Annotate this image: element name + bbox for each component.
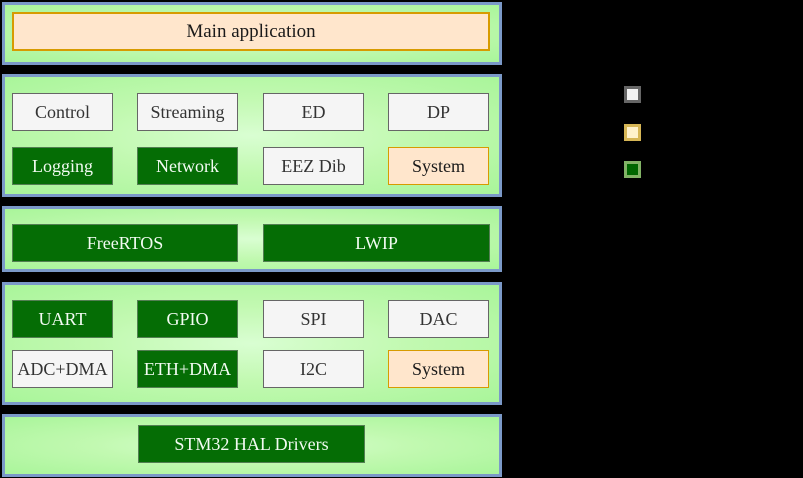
- block-adc-dma: ADC+DMA: [12, 350, 113, 388]
- block-streaming: Streaming: [137, 93, 238, 131]
- block-gpio: GPIO: [137, 300, 238, 338]
- block-system-driver: System: [388, 350, 489, 388]
- block-i2c: I2C: [263, 350, 364, 388]
- block-eth-dma: ETH+DMA: [137, 350, 238, 388]
- block-network: Network: [137, 147, 238, 185]
- block-dac: DAC: [388, 300, 489, 338]
- block-eez-dib: EEZ Dib: [263, 147, 364, 185]
- block-lwip: LWIP: [263, 224, 490, 262]
- block-ed: ED: [263, 93, 364, 131]
- block-uart: UART: [12, 300, 113, 338]
- block-stm32-hal-drivers: STM32 HAL Drivers: [138, 425, 365, 463]
- block-logging: Logging: [12, 147, 113, 185]
- block-main-application: Main application: [12, 12, 490, 51]
- panel-application-layer: Control Streaming ED DP Logging Network …: [2, 74, 502, 197]
- panel-middleware-layer: FreeRTOS LWIP: [2, 206, 502, 272]
- panel-main-application: Main application: [2, 2, 502, 65]
- block-system-app: System: [388, 147, 489, 185]
- panel-hal-layer: STM32 HAL Drivers: [2, 414, 502, 477]
- legend-yellow-swatch-icon: [624, 124, 641, 141]
- block-dp: DP: [388, 93, 489, 131]
- legend-gray-swatch-icon: [624, 86, 641, 103]
- block-control: Control: [12, 93, 113, 131]
- panel-driver-layer: UART GPIO SPI DAC ADC+DMA ETH+DMA I2C Sy…: [2, 282, 502, 405]
- legend-green-swatch-icon: [624, 161, 641, 178]
- block-freertos: FreeRTOS: [12, 224, 238, 262]
- block-spi: SPI: [263, 300, 364, 338]
